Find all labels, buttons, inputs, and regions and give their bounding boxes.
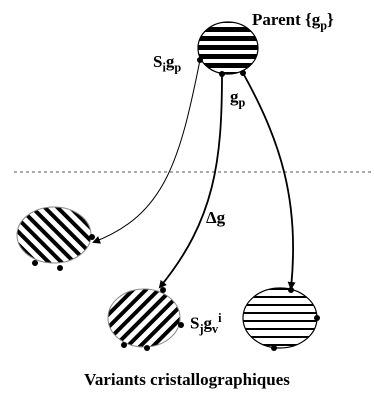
- sjgv-label: Sjgvi: [190, 311, 222, 336]
- parent-grain-icon: [197, 21, 259, 77]
- arrow-to-variant-1: [92, 59, 201, 244]
- parent-label: Parent {gp}: [252, 10, 334, 33]
- gp-label: gp: [230, 87, 246, 110]
- variant-grain-icon: [242, 287, 320, 351]
- diagram-caption: Variants cristallographiques: [84, 370, 290, 389]
- variant-grain-icon: [16, 206, 95, 271]
- arrow-to-variant-2: [158, 73, 223, 289]
- delta-g-label: Δg: [206, 208, 226, 227]
- sigp-label: Sigp: [153, 52, 182, 75]
- arrow-to-variant-3: [242, 72, 296, 290]
- variant-grain-icon: [107, 287, 184, 351]
